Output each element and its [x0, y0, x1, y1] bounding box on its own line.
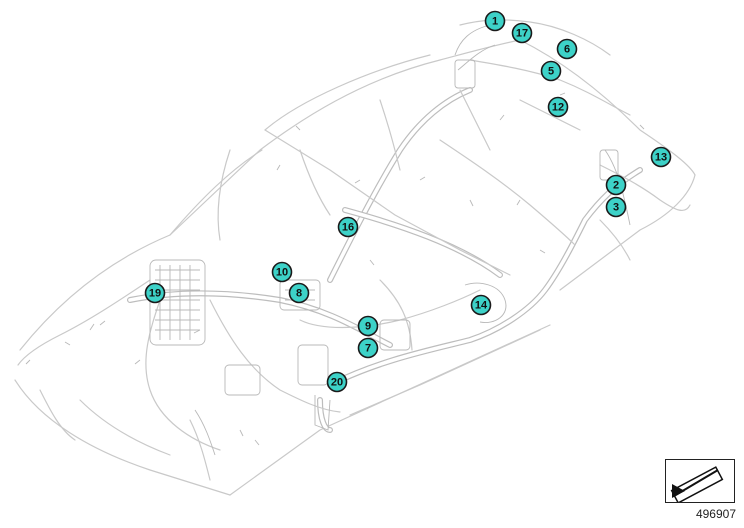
- callout-marker: [337, 216, 359, 238]
- callout-10[interactable]: 10: [271, 261, 293, 283]
- callout-marker: [605, 174, 627, 196]
- callout-marker: [357, 337, 379, 359]
- callout-14[interactable]: 14: [470, 294, 492, 316]
- callout-label: 3: [613, 202, 619, 214]
- callout-label: 6: [564, 44, 570, 56]
- main-harness-trunk: [127, 87, 643, 433]
- vehicle-outline: [14, 39, 696, 496]
- callout-3[interactable]: 3: [605, 196, 627, 218]
- callout-20[interactable]: 20: [326, 371, 348, 393]
- callout-marker: [470, 294, 492, 316]
- callout-label: 5: [548, 66, 554, 78]
- callout-marker: [547, 96, 569, 118]
- callout-label: 9: [365, 321, 371, 333]
- callout-label: 7: [365, 343, 371, 355]
- diagram-nav-button[interactable]: [665, 459, 735, 504]
- callout-label: 12: [552, 102, 564, 114]
- callout-marker: [540, 60, 562, 82]
- callout-marker: [288, 282, 310, 304]
- callout-marker: [326, 371, 348, 393]
- callout-5[interactable]: 5: [540, 60, 562, 82]
- callout-7[interactable]: 7: [357, 337, 379, 359]
- arrow-back-icon: [670, 466, 724, 504]
- callout-label: 8: [296, 288, 302, 300]
- callout-16[interactable]: 16: [337, 216, 359, 238]
- callout-label: 14: [475, 300, 488, 312]
- callout-6[interactable]: 6: [556, 38, 578, 60]
- callout-label: 2: [613, 180, 619, 192]
- callout-label: 16: [342, 222, 354, 234]
- callout-marker: [650, 146, 672, 168]
- callout-label: 17: [516, 28, 528, 40]
- callout-8[interactable]: 8: [288, 282, 310, 304]
- harness-branches: [17, 19, 691, 481]
- callout-marker: [271, 261, 293, 283]
- callout-marker: [556, 38, 578, 60]
- callout-1[interactable]: 1: [484, 10, 506, 32]
- diagram-number: 496907: [695, 507, 736, 521]
- callout-2[interactable]: 2: [605, 174, 627, 196]
- callout-19[interactable]: 19: [144, 282, 166, 304]
- callout-marker: [511, 22, 533, 44]
- callout-marker: [484, 10, 506, 32]
- callout-9[interactable]: 9: [357, 315, 379, 337]
- callout-label: 19: [149, 288, 161, 300]
- callout-label: 13: [655, 152, 667, 164]
- callout-17[interactable]: 17: [511, 22, 533, 44]
- callout-marker: [144, 282, 166, 304]
- callout-label: 20: [331, 377, 343, 389]
- callout-marker: [605, 196, 627, 218]
- callouts: 1 17 65 12 13 2 3 16 10 8 19 14 9 7 20: [144, 10, 672, 393]
- callout-label: 1: [492, 16, 498, 28]
- callout-12[interactable]: 12: [547, 96, 569, 118]
- callout-label: 10: [276, 267, 288, 279]
- callout-13[interactable]: 13: [650, 146, 672, 168]
- callout-marker: [357, 315, 379, 337]
